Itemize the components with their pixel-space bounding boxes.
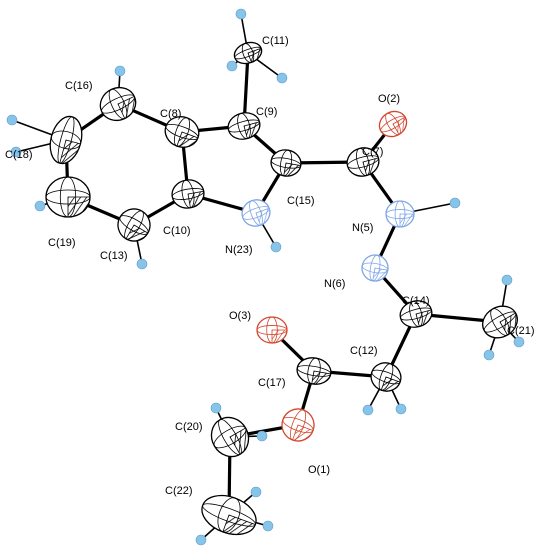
hydrogen-atom-C18-5 — [10, 146, 22, 158]
atom-N23 — [241, 199, 271, 227]
atom-C13 — [117, 208, 151, 242]
atom-O2 — [378, 110, 408, 138]
atom-C12 — [370, 362, 402, 392]
atom-N5 — [385, 200, 415, 228]
atom-C20 — [210, 416, 250, 458]
atom-C10 — [171, 179, 205, 209]
hydrogen-atom-C22-17 — [250, 486, 262, 498]
hydrogen-atom-C16-3 — [114, 65, 126, 77]
hydrogen-atom-N5-9 — [449, 197, 461, 209]
atom-label-C22: C(22) — [165, 485, 193, 497]
hydrogen-atom-C18-4 — [6, 114, 18, 126]
atom-label-C16: C(16) — [65, 80, 93, 92]
atom-N6 — [361, 254, 389, 282]
atom-C14 — [399, 300, 433, 328]
atom-C9 — [227, 112, 261, 140]
atom-O1 — [281, 408, 315, 442]
atom-label-C7: C(7) — [362, 146, 383, 158]
atom-C21 — [482, 305, 518, 339]
atom-C19 — [45, 176, 91, 218]
hydrogen-atom-C21-12 — [513, 336, 525, 348]
hydrogen-atom-C21-10 — [501, 274, 513, 286]
atom-label-C12: C(12) — [350, 345, 378, 357]
hydrogen-atom-C12-13 — [362, 404, 374, 416]
atom-label-C19: C(19) — [48, 237, 76, 249]
atom-label-O1: O(1) — [308, 464, 330, 476]
atom-label-C8: C(8) — [160, 108, 181, 120]
atom-label-C21: C(21) — [507, 325, 535, 337]
hydrogen-atom-C11-0 — [235, 8, 247, 20]
atom-C16 — [99, 86, 137, 122]
atom-label-C9: C(9) — [256, 106, 277, 118]
atom-C22 — [201, 494, 257, 536]
atom-label-C10: C(10) — [163, 225, 191, 237]
atom-label-N23: N(23) — [225, 244, 253, 256]
atom-C8 — [164, 116, 200, 148]
atom-label-N5: N(5) — [352, 222, 373, 234]
hydrogen-atom-C22-18 — [262, 520, 274, 532]
atom-label-C11: C(11) — [262, 35, 289, 47]
hydrogen-atom-C11-2 — [276, 72, 288, 84]
atom-label-C14: C(14) — [402, 295, 430, 307]
atom-C15 — [270, 149, 302, 177]
hydrogen-atom-C11-1 — [226, 60, 238, 72]
atom-C18 — [49, 115, 83, 165]
hydrogen-atom-C22-19 — [195, 534, 207, 546]
hydrogen-atom-C19-6 — [34, 200, 46, 212]
atom-label-N6: N(6) — [324, 278, 345, 290]
hydrogen-atom-C20-16 — [256, 430, 268, 442]
atom-label-O3: O(3) — [229, 310, 251, 322]
atom-label-C13: C(13) — [100, 250, 128, 262]
atom-label-C15: C(15) — [287, 195, 315, 207]
atom-label-C18: C(18) — [5, 149, 33, 161]
atom-label-C20: C(20) — [175, 421, 203, 433]
hydrogen-atom-C13-7 — [136, 258, 148, 270]
atom-C7 — [346, 147, 380, 177]
hydrogen-atom-C20-15 — [210, 402, 222, 414]
atom-label-O2: O(2) — [378, 93, 400, 105]
hydrogen-atom-C21-11 — [483, 349, 495, 361]
hydrogen-atom-C12-14 — [395, 403, 407, 415]
atom-O3 — [256, 316, 288, 344]
atom-C11 — [233, 41, 263, 65]
hydrogen-atom-N23-8 — [270, 241, 282, 253]
atom-label-C17: C(17) — [258, 377, 286, 389]
atom-C17 — [296, 357, 332, 385]
